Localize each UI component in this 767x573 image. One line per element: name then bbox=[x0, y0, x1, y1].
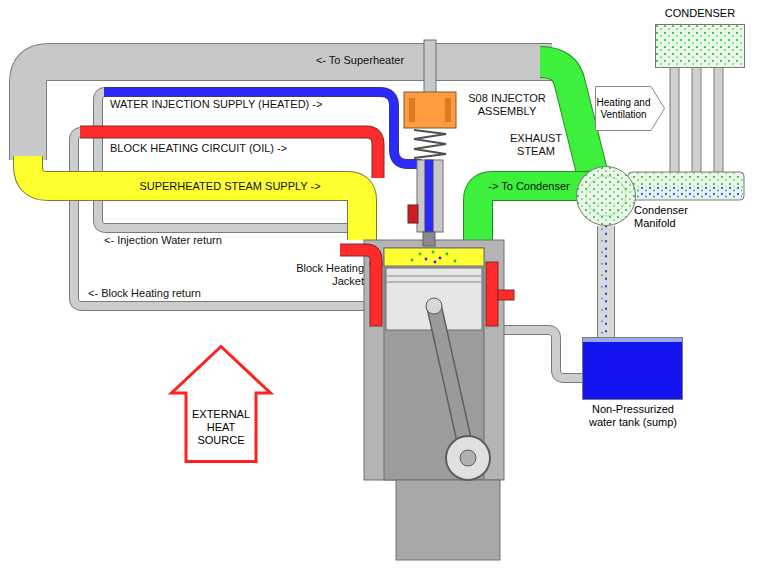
pipe-outline bbox=[74, 132, 372, 306]
water-drops bbox=[601, 229, 603, 337]
piston-pin bbox=[426, 298, 442, 314]
injector-nozzle bbox=[423, 232, 435, 246]
pipe-outline bbox=[98, 92, 372, 228]
pipe-body bbox=[74, 132, 372, 306]
water-tank: Non-Pressurized water tank (sump) bbox=[582, 337, 683, 400]
pipe-outline bbox=[28, 156, 362, 240]
node-shape bbox=[655, 24, 745, 68]
spray-droplet bbox=[434, 261, 437, 264]
injector-water-tube bbox=[425, 160, 433, 244]
pipe-outline bbox=[504, 330, 586, 378]
spray-droplet bbox=[439, 257, 442, 260]
heating-jacket-port bbox=[498, 290, 514, 300]
connecting-rod-outline bbox=[434, 306, 468, 458]
spray-droplet bbox=[419, 253, 422, 256]
condensate-dots bbox=[630, 187, 742, 199]
heating-arrow: Heating and Ventilation bbox=[595, 86, 665, 131]
injection-water-return-pipe bbox=[98, 92, 372, 228]
crankcase bbox=[396, 480, 500, 560]
piston-ring bbox=[386, 276, 482, 277]
drain-pipe bbox=[602, 226, 606, 337]
condenser-tube bbox=[714, 67, 723, 174]
injector-valve bbox=[408, 205, 418, 223]
pipe-label: WATER INJECTION SUPPLY (HEATED) -> bbox=[110, 98, 380, 111]
spray-droplet bbox=[446, 253, 449, 256]
heating-jacket bbox=[486, 262, 498, 326]
pipe-outline bbox=[104, 92, 422, 164]
heat-source-arrow: EXTERNAL HEAT SOURCE bbox=[170, 345, 272, 463]
water-surface bbox=[583, 338, 682, 342]
pipe-label: SUPERHEATED STEAM SUPPLY -> bbox=[110, 180, 350, 193]
pipe-body bbox=[104, 92, 422, 164]
pipe-label: EXHAUST STEAM bbox=[506, 132, 566, 158]
crank-pin bbox=[460, 450, 476, 466]
pipe-body bbox=[98, 92, 372, 228]
node-text: EXTERNAL HEAT SOURCE bbox=[186, 408, 256, 447]
manifold-pipe-body bbox=[628, 172, 744, 200]
pipe-label: S08 INJECTOR ASSEMBLY bbox=[464, 92, 550, 118]
block-heating-return-pipe bbox=[74, 132, 372, 306]
tank-body bbox=[583, 338, 683, 400]
node-text: CONDENSER bbox=[655, 7, 745, 20]
manifold-ring bbox=[586, 176, 626, 216]
injector-solenoid bbox=[404, 92, 456, 128]
pipe-outline bbox=[28, 62, 552, 160]
pipe-body bbox=[28, 62, 552, 160]
connecting-rod bbox=[434, 306, 468, 458]
node-text: Non-Pressurized water tank (sump) bbox=[581, 403, 685, 429]
pipe-body bbox=[28, 156, 362, 240]
spray-droplet bbox=[454, 260, 457, 263]
node-shape bbox=[582, 337, 683, 400]
spray-droplet bbox=[411, 259, 414, 262]
water-drops bbox=[605, 226, 607, 337]
heating-jacket bbox=[370, 262, 382, 326]
manifold-circle bbox=[577, 167, 636, 226]
condenser-box: CONDENSER bbox=[655, 24, 745, 68]
spray-droplet bbox=[432, 251, 435, 254]
node-text: Condenser Manifold bbox=[634, 204, 698, 230]
injector-stem bbox=[424, 40, 436, 94]
pipe-label: <- Block Heating return bbox=[88, 287, 288, 300]
node-text: Heating and Ventilation bbox=[596, 97, 651, 121]
pipe-outline bbox=[597, 226, 615, 337]
superheater-return-pipe bbox=[28, 62, 552, 160]
pipe-body bbox=[504, 330, 586, 378]
condenser-manifold: Condenser Manifold bbox=[576, 166, 636, 226]
combustion-chamber bbox=[384, 248, 484, 266]
condenser-body bbox=[656, 25, 745, 68]
pipe-label: <- Injection Water return bbox=[104, 234, 304, 247]
pipe-label: BLOCK HEATING CIRCUIT (OIL) -> bbox=[110, 142, 360, 155]
injector-assembly bbox=[404, 40, 456, 263]
condenser-tube bbox=[670, 67, 679, 174]
engine-block bbox=[340, 240, 514, 560]
arrow-shape bbox=[172, 347, 271, 462]
arrow-shape bbox=[596, 87, 665, 131]
pipe-label: <- To Superheater bbox=[300, 54, 420, 67]
solenoid-bolt bbox=[445, 98, 451, 122]
water-injection-supply-pipe bbox=[104, 92, 422, 164]
exhaust-steam-pipe bbox=[478, 62, 598, 246]
manifold-pipe bbox=[628, 172, 744, 200]
spray-droplet bbox=[425, 258, 428, 261]
node-shape bbox=[576, 166, 636, 226]
pipe-label: Block Heating Jacket bbox=[288, 262, 364, 288]
superheated-steam-pipe bbox=[28, 156, 362, 240]
pipe-label: -> To Condenser bbox=[486, 180, 572, 193]
condenser-tube bbox=[692, 67, 701, 174]
solenoid-bolt bbox=[409, 98, 415, 122]
crank-journal bbox=[446, 436, 490, 480]
pipe-body bbox=[598, 226, 614, 337]
injector-spring bbox=[414, 130, 446, 158]
sump-return-pipe bbox=[504, 330, 586, 378]
piston-ring bbox=[386, 282, 482, 283]
cylinder-block bbox=[364, 240, 504, 480]
condenser-tubes bbox=[670, 67, 723, 174]
